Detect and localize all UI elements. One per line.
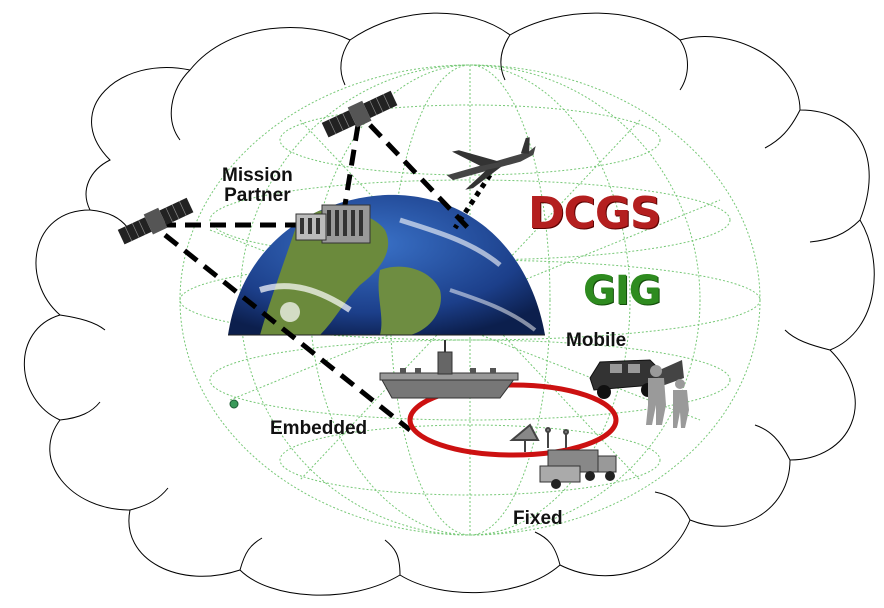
aircraft-icon [446, 137, 536, 190]
building-icon [295, 204, 371, 244]
dcgs-label: DCGS [528, 188, 662, 239]
dotted-link [452, 173, 493, 230]
soldier-icon [646, 365, 689, 428]
mission-partner-line1: Mission [222, 165, 293, 186]
mobile-label: Mobile [566, 330, 627, 351]
gig-label: GIG [583, 268, 662, 314]
dashed-links [160, 123, 472, 432]
mission-partner-line2: Partner [224, 185, 291, 206]
truck-icon [539, 449, 617, 489]
embedded-label: Embedded [270, 418, 368, 439]
ship-icon [379, 340, 519, 399]
network-ring [407, 382, 619, 458]
node-dot [229, 399, 239, 409]
mission-partner-label: Mission Partner [222, 166, 293, 206]
satellite-icon [321, 90, 398, 138]
antenna-icon [509, 423, 569, 452]
satellite-icon [117, 197, 194, 245]
fixed-label: Fixed [513, 508, 563, 529]
